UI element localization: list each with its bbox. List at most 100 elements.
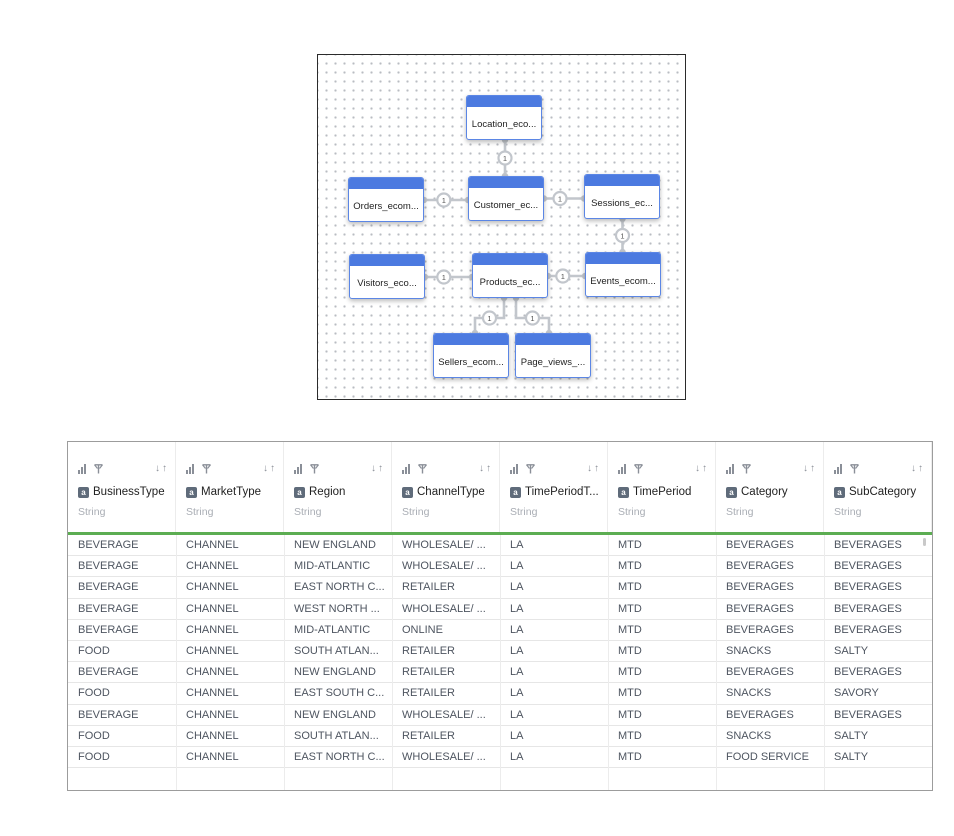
bar-chart-icon[interactable] [186, 464, 196, 474]
table-cell[interactable]: CHANNEL [186, 687, 239, 700]
filter-icon[interactable] [742, 464, 751, 474]
link-location-customer[interactable]: 1 [497, 136, 513, 180]
table-cell[interactable]: MTD [618, 560, 642, 573]
diagram-node-customer[interactable]: Customer_ec... [468, 176, 544, 221]
table-cell[interactable]: MTD [618, 750, 642, 763]
sort-icons[interactable]: ↓↑ [587, 463, 601, 474]
diagram-node-sessions[interactable]: Sessions_ec... [584, 174, 660, 219]
table-cell[interactable]: CHANNEL [186, 539, 239, 551]
table-cell[interactable]: EAST NORTH C... [294, 581, 385, 594]
table-cell[interactable]: BEVERAGE [78, 708, 139, 721]
table-cell[interactable]: BEVERAGES [726, 708, 794, 721]
table-cell[interactable]: MTD [618, 623, 642, 636]
table-cell[interactable]: FOOD [78, 750, 110, 763]
table-cell[interactable]: CHANNEL [186, 602, 239, 615]
filter-icon[interactable] [634, 464, 643, 474]
table-cell[interactable]: WHOLESALE/ ... [402, 750, 486, 763]
table-cell[interactable]: FOOD [78, 729, 110, 742]
diagram-node-pageviews[interactable]: Page_views_... [515, 333, 591, 378]
table-cell[interactable]: CHANNEL [186, 708, 239, 721]
sort-icons[interactable]: ↓↑ [911, 463, 925, 474]
bar-chart-icon[interactable] [834, 464, 844, 474]
sort-icons[interactable]: ↓↑ [695, 463, 709, 474]
table-cell[interactable]: LA [510, 708, 524, 721]
diagram-node-sellers[interactable]: Sellers_ecom... [433, 333, 509, 378]
table-cell[interactable]: RETAILER [402, 666, 455, 679]
filter-icon[interactable] [94, 464, 103, 474]
table-cell[interactable]: BEVERAGES [834, 623, 902, 636]
table-cell[interactable]: ONLINE [402, 623, 443, 636]
column-header[interactable]: ↓↑ a TimePeriod String [608, 442, 716, 535]
table-cell[interactable]: MID-ATLANTIC [294, 623, 371, 636]
table-cell[interactable]: BEVERAGES [834, 560, 902, 573]
column-header[interactable]: ↓↑ a BusinessType String [68, 442, 176, 535]
table-cell[interactable]: CHANNEL [186, 560, 239, 573]
table-cell[interactable]: CHANNEL [186, 623, 239, 636]
column-header[interactable]: ↓↑ a ChannelType String [392, 442, 500, 535]
table-cell[interactable]: SALTY [834, 729, 869, 742]
table-cell[interactable]: MTD [618, 581, 642, 594]
table-cell[interactable]: EAST SOUTH C... [294, 687, 385, 700]
table-cell[interactable]: MTD [618, 602, 642, 615]
link-customer-sessions[interactable]: 1 [540, 190, 588, 207]
table-cell[interactable]: SNACKS [726, 729, 772, 742]
table-cell[interactable]: CHANNEL [186, 666, 239, 679]
table-cell[interactable]: SNACKS [726, 687, 772, 700]
table-cell[interactable]: WEST NORTH ... [294, 602, 380, 615]
table-cell[interactable]: FOOD SERVICE [726, 750, 809, 763]
table-cell[interactable]: MTD [618, 687, 642, 700]
table-cell[interactable]: MTD [618, 666, 642, 679]
table-cell[interactable]: BEVERAGES [726, 602, 794, 615]
bar-chart-icon[interactable] [726, 464, 736, 474]
link-visitors-products[interactable]: 1 [421, 269, 476, 285]
table-cell[interactable]: CHANNEL [186, 644, 239, 657]
table-row[interactable]: BEVERAGE CHANNEL NEW ENGLAND WHOLESALE/ ...… [68, 705, 932, 726]
column-header[interactable]: ↓↑ a Category String [716, 442, 824, 535]
table-cell[interactable]: SALTY [834, 644, 869, 657]
table-cell[interactable]: WHOLESALE/ ... [402, 708, 486, 721]
table-cell[interactable]: SAVORY [834, 687, 879, 700]
bar-chart-icon[interactable] [78, 464, 88, 474]
sort-icons[interactable]: ↓↑ [803, 463, 817, 474]
link-products-pageviews[interactable]: 1 [512, 294, 553, 337]
table-cell[interactable]: LA [510, 581, 524, 594]
table-cell[interactable]: BEVERAGES [726, 581, 794, 594]
table-cell[interactable]: LA [510, 539, 524, 551]
table-cell[interactable]: EAST NORTH C... [294, 750, 385, 763]
table-cell[interactable]: LA [510, 623, 524, 636]
table-cell[interactable]: LA [510, 644, 524, 657]
table-cell[interactable]: SNACKS [726, 644, 772, 657]
table-cell[interactable]: RETAILER [402, 581, 455, 594]
sort-icons[interactable]: ↓↑ [263, 463, 277, 474]
diagram-node-products[interactable]: Products_ec... [472, 253, 548, 298]
table-cell[interactable]: NEW ENGLAND [294, 666, 376, 679]
table-cell[interactable]: BEVERAGE [78, 666, 139, 679]
table-cell[interactable]: WHOLESALE/ ... [402, 560, 486, 573]
table-cell[interactable]: BEVERAGES [726, 560, 794, 573]
table-cell[interactable]: MTD [618, 539, 642, 551]
table-cell[interactable]: BEVERAGES [834, 602, 902, 615]
diagram-node-events[interactable]: Events_ecom... [585, 252, 661, 297]
table-cell[interactable]: FOOD [78, 687, 110, 700]
table-cell[interactable]: BEVERAGE [78, 623, 139, 636]
bar-chart-icon[interactable] [402, 464, 412, 474]
filter-icon[interactable] [310, 464, 319, 474]
table-cell[interactable]: RETAILER [402, 644, 455, 657]
sort-icons[interactable]: ↓↑ [371, 463, 385, 474]
table-cell[interactable]: LA [510, 729, 524, 742]
table-cell[interactable]: LA [510, 602, 524, 615]
column-header[interactable]: ↓↑ a TimePeriodT... String [500, 442, 608, 535]
table-cell[interactable]: LA [510, 687, 524, 700]
column-header[interactable]: ↓↑ a MarketType String [176, 442, 284, 535]
filter-icon[interactable] [418, 464, 427, 474]
filter-icon[interactable] [850, 464, 859, 474]
table-cell[interactable]: SOUTH ATLAN... [294, 729, 379, 742]
table-cell[interactable]: BEVERAGES [834, 708, 902, 721]
link-products-sellers[interactable]: 1 [471, 294, 508, 337]
table-cell[interactable]: NEW ENGLAND [294, 708, 376, 721]
table-cell[interactable]: BEVERAGES [834, 666, 902, 679]
filter-icon[interactable] [202, 464, 211, 474]
table-cell[interactable]: CHANNEL [186, 750, 239, 763]
